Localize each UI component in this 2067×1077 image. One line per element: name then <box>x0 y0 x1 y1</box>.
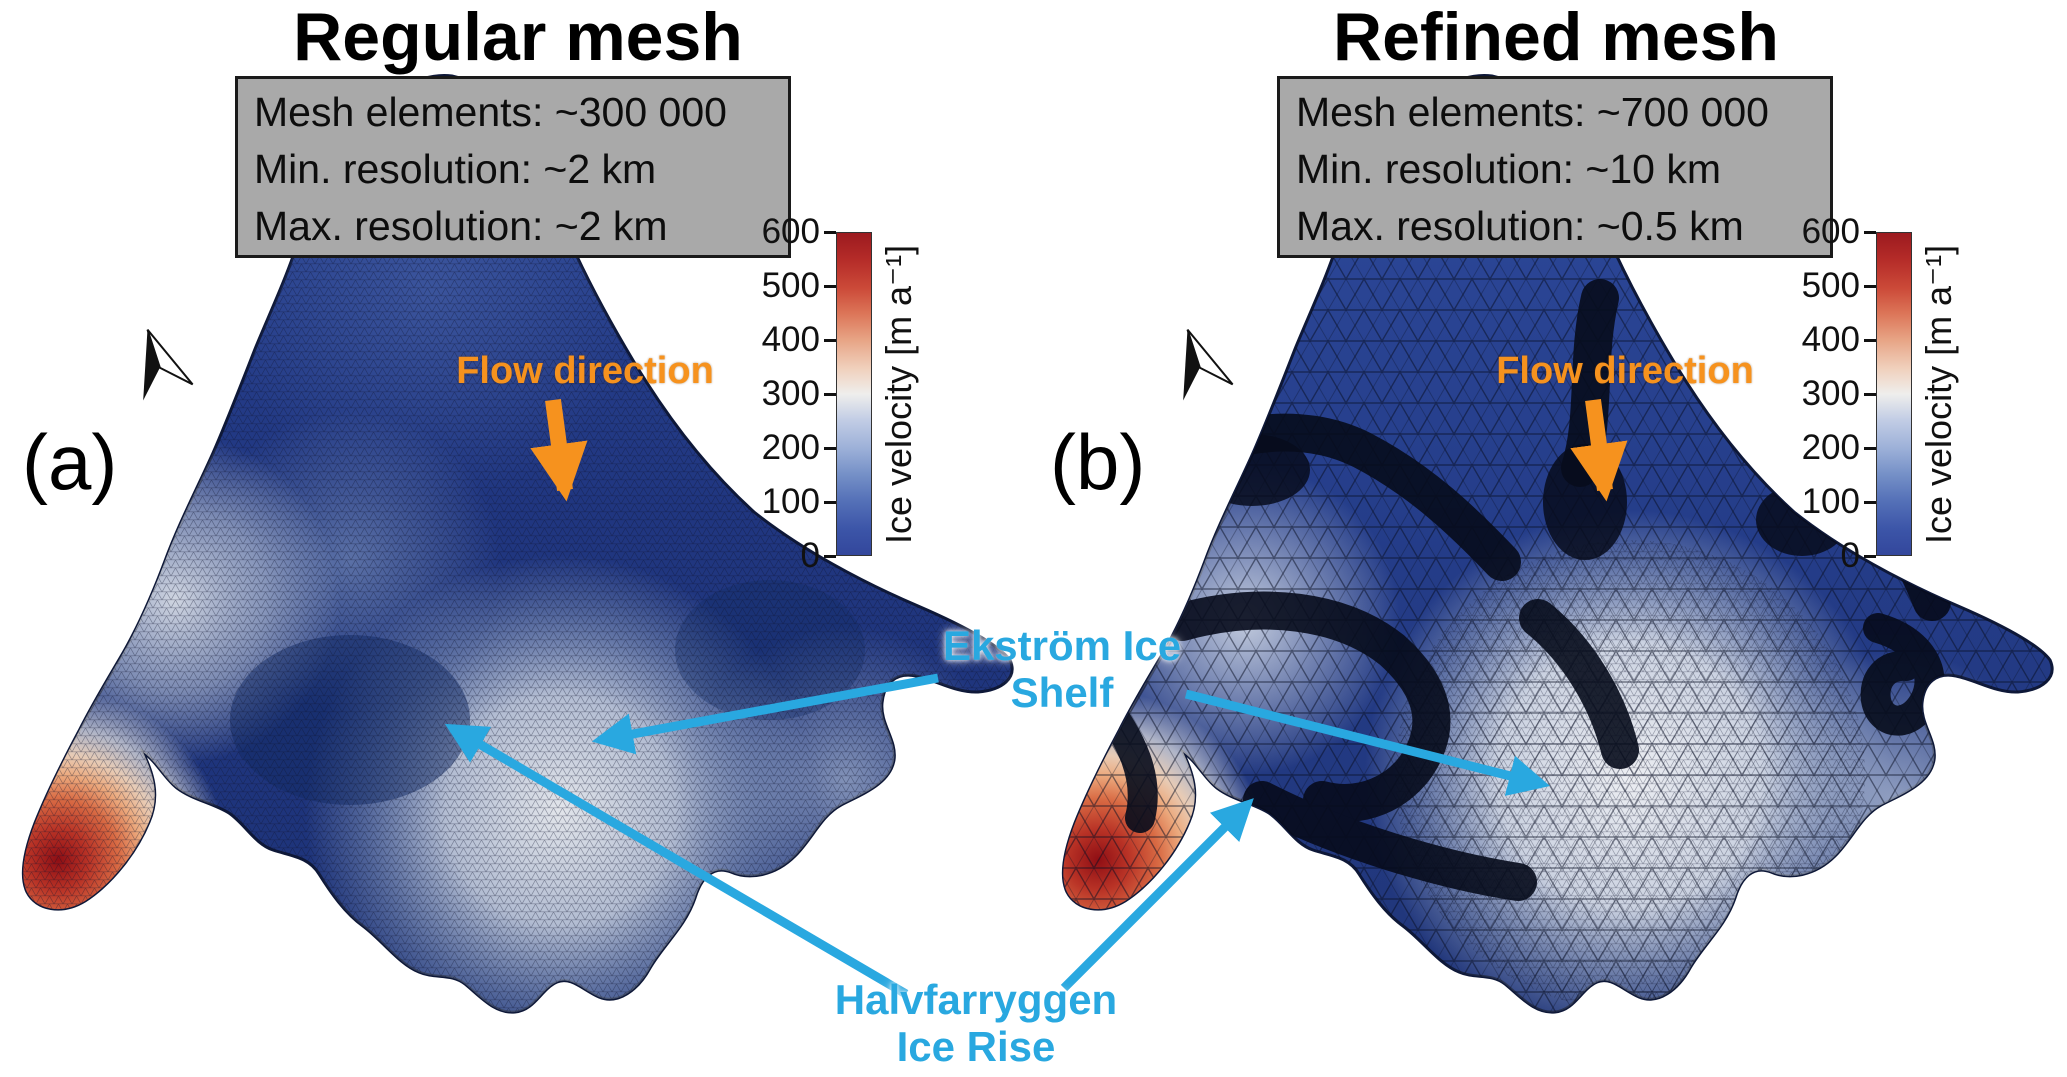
colorbar-tick: 500 <box>1801 266 1860 305</box>
north-arrow-icon-b <box>1183 329 1234 401</box>
colorbar-tick: 100 <box>1801 482 1860 521</box>
colorbar-tick-mark <box>1864 339 1876 342</box>
min-resolution-a: Min. resolution: ~2 km <box>254 146 657 192</box>
colorbar-tick: 400 <box>761 320 820 359</box>
mesh-info-box-a: Mesh elements: ~300 000 Min. resolution:… <box>235 76 791 258</box>
min-resolution-b: Min. resolution: ~10 km <box>1296 146 1721 192</box>
annotation-arrow-ekstrom-a <box>591 673 939 755</box>
colorbar-tick: 400 <box>1801 320 1860 359</box>
annotation-ekstrom-ice-shelf: Ekström Ice Shelf <box>912 622 1212 716</box>
colorbar-b: 600 500 400 300 200 100 0 Ice velocity [… <box>1780 212 2010 575</box>
velocity-colorbar-gradient-a <box>836 232 872 556</box>
annotation-arrow-halvfarryggen-a <box>444 723 909 998</box>
flow-direction-label-b: Flow direction <box>1496 350 1754 392</box>
annotation-halvfarryggen-ice-rise: Halvfarryggen Ice Rise <box>790 976 1162 1070</box>
colorbar-tick: 100 <box>761 482 820 521</box>
max-resolution-b: Max. resolution: ~0.5 km <box>1296 203 1744 249</box>
north-arrow-icon-a <box>143 329 194 401</box>
annotation-line: Ekström Ice <box>942 622 1182 669</box>
annotation-line: Ice Rise <box>896 1023 1056 1070</box>
colorbar-axis-label-b: Ice velocity [m a⁻¹] <box>1918 244 1959 544</box>
colorbar-tick-mark <box>1864 447 1876 450</box>
annotation-arrow-halvfarryggen-b <box>1060 798 1254 992</box>
colorbar-tick-mark <box>824 555 836 558</box>
refined-fine-mesh-region <box>1395 540 1865 1010</box>
colorbar-tick: 300 <box>761 374 820 413</box>
velocity-colorbar-gradient-b <box>1876 232 1912 556</box>
colorbar-tick: 300 <box>1801 374 1860 413</box>
colorbar-tick-mark <box>824 285 836 288</box>
mesh-elements-b: Mesh elements: ~700 000 <box>1296 89 1769 135</box>
colorbar-tick-mark <box>1864 285 1876 288</box>
colorbar-tick: 0 <box>800 536 820 575</box>
flow-direction-label-a: Flow direction <box>456 350 714 392</box>
panel-title-regular-mesh: Regular mesh <box>293 0 743 75</box>
subplot-label-b: (b) <box>1050 418 1146 506</box>
colorbar-tick: 500 <box>761 266 820 305</box>
panel-title-refined-mesh: Refined mesh <box>1333 0 1779 75</box>
colorbar-tick-mark <box>824 339 836 342</box>
colorbar-tick: 600 <box>1801 212 1860 251</box>
colorbar-tick: 200 <box>1801 428 1860 467</box>
colorbar-tick-mark <box>824 393 836 396</box>
colorbar-tick-mark <box>1864 393 1876 396</box>
colorbar-tick: 600 <box>761 212 820 251</box>
colorbar-tick-mark <box>1864 501 1876 504</box>
colorbar-a: 600 500 400 300 200 100 0 Ice velocity [… <box>740 212 970 575</box>
colorbar-tick-mark <box>824 501 836 504</box>
colorbar-axis-label-a: Ice velocity [m a⁻¹] <box>878 244 919 544</box>
annotation-line: Shelf <box>1010 669 1114 716</box>
mesh-info-box-b: Mesh elements: ~700 000 Min. resolution:… <box>1277 76 1833 258</box>
colorbar-tick-mark <box>1864 555 1876 558</box>
mesh-elements-a: Mesh elements: ~300 000 <box>254 89 727 135</box>
annotation-line: Halvfarryggen <box>834 976 1118 1023</box>
annotation-arrow-ekstrom-b <box>1184 689 1551 796</box>
flow-direction-arrow-a <box>530 398 588 502</box>
colorbar-tick: 200 <box>761 428 820 467</box>
colorbar-tick-mark <box>824 231 836 234</box>
colorbar-tick-mark <box>824 447 836 450</box>
flow-direction-arrow-b <box>1570 398 1628 502</box>
max-resolution-a: Max. resolution: ~2 km <box>254 203 668 249</box>
subplot-label-a: (a) <box>22 418 118 506</box>
colorbar-tick: 0 <box>1840 536 1860 575</box>
colorbar-tick-mark <box>1864 231 1876 234</box>
